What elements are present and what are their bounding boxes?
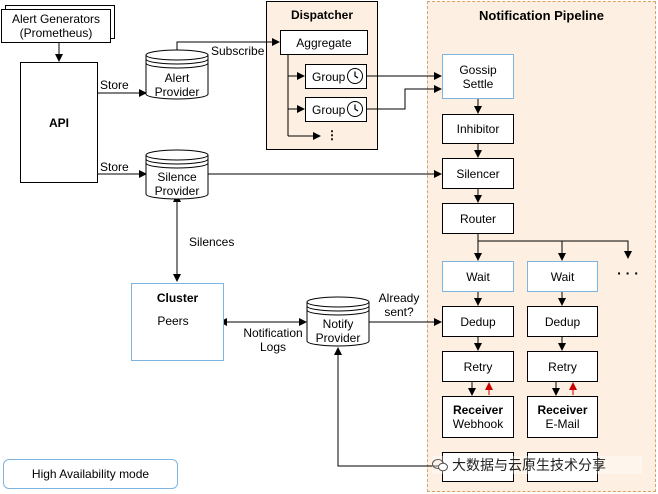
retry-box-1: Retry xyxy=(442,351,514,382)
watermark: 大数据与云原生技术分享 xyxy=(432,456,642,474)
dedup-box-2: Dedup xyxy=(527,306,598,337)
silences-label: Silences xyxy=(189,235,235,249)
dedup-box-1: Dedup xyxy=(442,306,514,337)
receiver-webhook-box: Receiver Webhook xyxy=(442,396,514,438)
bottom-stage-box-1 xyxy=(442,452,514,482)
alert-provider: Alert Provider xyxy=(154,71,200,99)
notify-provider: Notify Provider xyxy=(315,317,361,345)
pipeline-title: Notification Pipeline xyxy=(479,8,604,23)
gossip-settle-box: Gossip Settle xyxy=(442,54,514,99)
ha-mode-legend: High Availability mode xyxy=(3,459,178,489)
cluster-box: Cluster xyxy=(131,283,224,361)
inhibitor-box: Inhibitor xyxy=(442,114,514,144)
wait-box-1: Wait xyxy=(442,261,514,292)
clock-icon xyxy=(347,101,363,117)
silence-provider-cylinder xyxy=(145,149,209,200)
peers-label: Peers xyxy=(157,314,189,328)
silence-provider: Silence Provider xyxy=(154,170,200,198)
wechat-icon xyxy=(432,458,448,472)
notification-logs-label: Notification Logs xyxy=(243,326,303,354)
aggregate-box: Aggregate xyxy=(280,30,368,55)
retry-box-2: Retry xyxy=(527,351,598,382)
silencer-box: Silencer xyxy=(442,158,514,189)
alert-generators: Alert Generators (Prometheus) xyxy=(1,9,111,43)
alert-provider-cylinder xyxy=(145,49,209,100)
pipeline-more: · · · xyxy=(617,265,639,281)
store-label-2: Store xyxy=(100,160,129,174)
edge-receiver-notify xyxy=(334,347,441,467)
receiver-email-box: Receiver E-Mail xyxy=(527,396,598,438)
group-box-1: Group xyxy=(305,64,367,89)
api-box: API xyxy=(20,62,98,183)
bottom-stage-box-2 xyxy=(527,452,598,482)
subscribe-label: Subscribe xyxy=(211,44,265,58)
edge-subscribe xyxy=(176,38,280,51)
edge-group2-gossip xyxy=(367,85,442,110)
wait-box-2: Wait xyxy=(527,261,598,292)
dispatcher-title: Dispatcher xyxy=(290,8,354,22)
notify-provider-cylinder xyxy=(306,296,370,347)
router-box: Router xyxy=(442,203,514,234)
group-box-2: Group xyxy=(305,97,367,122)
clock-icon xyxy=(347,68,363,84)
dispatcher-more: ⋮ xyxy=(326,128,338,142)
already-sent-label: Already sent? xyxy=(378,291,420,319)
store-label-1: Store xyxy=(100,78,129,92)
